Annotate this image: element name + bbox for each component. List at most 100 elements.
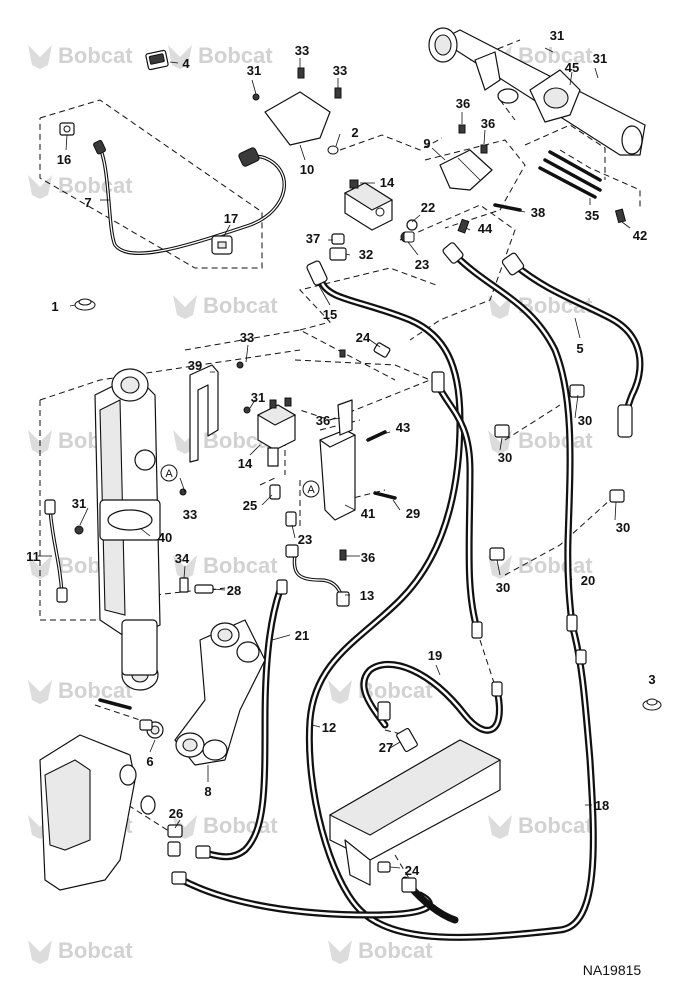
callout-33-d: 33 xyxy=(183,507,197,522)
clamp-part-3 xyxy=(642,698,662,711)
watermark-text: Bobcat xyxy=(58,43,133,68)
callout-33-b: 33 xyxy=(333,63,347,78)
callout-1: 1 xyxy=(51,299,58,314)
callout-16: 16 xyxy=(57,152,71,167)
callout-31-e: 31 xyxy=(72,496,86,511)
callout-26: 26 xyxy=(169,806,183,821)
leader-lines xyxy=(38,47,631,869)
callout-36-c: 36 xyxy=(316,413,330,428)
callout-35: 35 xyxy=(585,208,599,223)
hose-layer xyxy=(48,146,644,941)
watermark: Bobcat xyxy=(28,173,133,199)
watermark: Bobcat xyxy=(488,553,593,579)
frame-part xyxy=(39,734,156,891)
watermark-text: Bobcat xyxy=(203,293,278,318)
cylinder-part-top xyxy=(428,27,646,156)
callout-24-upper: 24 xyxy=(356,330,371,345)
watermark-text: Bobcat xyxy=(58,173,133,198)
watermark-text: Bobcat xyxy=(518,43,593,68)
watermark: Bobcat xyxy=(328,938,433,964)
callout-42: 42 xyxy=(633,228,647,243)
part-shapes xyxy=(39,27,662,893)
reference-marker-a-left: A xyxy=(165,468,173,480)
callout-labels: 1 2 3 4 5 6 7 8 9 10 11 12 13 14 14 15 1… xyxy=(26,28,655,878)
watermark: Bobcat xyxy=(488,813,593,839)
switch-part-4 xyxy=(145,49,169,71)
callout-36-a: 36 xyxy=(456,96,470,111)
callout-32: 32 xyxy=(359,247,373,262)
callout-5: 5 xyxy=(576,341,583,356)
reference-marker-a-right: A xyxy=(307,484,315,496)
callout-18: 18 xyxy=(595,798,609,813)
bracket-part-10 xyxy=(264,91,331,146)
watermark-text: Bobcat xyxy=(198,43,273,68)
tie-strap-part-35 xyxy=(538,150,602,199)
callout-41: 41 xyxy=(361,506,375,521)
callout-19: 19 xyxy=(428,648,442,663)
callout-38: 38 xyxy=(531,205,545,220)
callout-8: 8 xyxy=(204,784,211,799)
callout-36-d: 36 xyxy=(361,550,375,565)
watermark: Bobcat xyxy=(28,678,133,704)
callout-21: 21 xyxy=(295,628,309,643)
callout-13: 13 xyxy=(360,588,374,603)
lift-cylinder-part xyxy=(94,368,161,691)
callout-3: 3 xyxy=(648,672,655,687)
callout-6: 6 xyxy=(146,754,153,769)
watermark: Bobcat xyxy=(168,43,273,69)
watermark-text: Bobcat xyxy=(518,428,593,453)
watermark: Bobcat xyxy=(328,678,433,704)
watermark: Bobcat xyxy=(488,428,593,454)
callout-31-d: 31 xyxy=(251,390,265,405)
callout-30-c: 30 xyxy=(616,520,630,535)
callout-2: 2 xyxy=(351,125,358,140)
callout-15: 15 xyxy=(323,307,337,322)
callout-28: 28 xyxy=(227,583,241,598)
assembly-dashed-lines xyxy=(39,39,641,881)
callout-20: 20 xyxy=(581,573,595,588)
callout-17: 17 xyxy=(224,211,238,226)
callout-31-b: 31 xyxy=(550,28,564,43)
callout-23-upper: 23 xyxy=(415,257,429,272)
callout-11: 11 xyxy=(26,549,40,564)
control-valve-assembly xyxy=(328,739,502,886)
callout-7: 7 xyxy=(84,195,91,210)
reference-markers: A A xyxy=(160,464,320,498)
callout-45: 45 xyxy=(565,60,579,75)
callout-24-lower: 24 xyxy=(405,863,420,878)
callout-9: 9 xyxy=(423,136,430,151)
connector-part-16 xyxy=(59,122,75,136)
figure-id-label: NA19815 xyxy=(583,962,642,978)
pin-part-6 xyxy=(98,698,164,739)
callout-12: 12 xyxy=(322,720,336,735)
callout-10: 10 xyxy=(300,162,314,177)
callout-14-lower: 14 xyxy=(238,456,253,471)
bracket-part-41 xyxy=(319,399,356,521)
callout-25: 25 xyxy=(243,498,257,513)
callout-30-a: 30 xyxy=(578,413,592,428)
link-part-8 xyxy=(174,619,266,766)
bracket-part-9 xyxy=(439,149,493,191)
valve-block-part-14-lower xyxy=(256,397,297,467)
callout-40: 40 xyxy=(158,530,172,545)
callout-31-c: 31 xyxy=(593,51,607,66)
callout-4: 4 xyxy=(182,56,190,71)
callout-33-c: 33 xyxy=(240,330,254,345)
callout-27: 27 xyxy=(379,740,393,755)
callout-43: 43 xyxy=(396,420,410,435)
callout-30-d: 30 xyxy=(496,580,510,595)
fitting-part-17 xyxy=(211,235,233,255)
watermark-text: Bobcat xyxy=(518,813,593,838)
watermark: Bobcat xyxy=(28,938,133,964)
callout-22: 22 xyxy=(421,200,435,215)
callout-14-upper: 14 xyxy=(380,175,395,190)
watermark-text: Bobcat xyxy=(203,553,278,578)
watermark: Bobcat xyxy=(28,43,133,69)
callout-33-a: 33 xyxy=(295,43,309,58)
callout-23-lower: 23 xyxy=(298,532,312,547)
callout-44: 44 xyxy=(478,221,493,236)
callout-29: 29 xyxy=(406,506,420,521)
callout-31-a: 31 xyxy=(247,63,261,78)
